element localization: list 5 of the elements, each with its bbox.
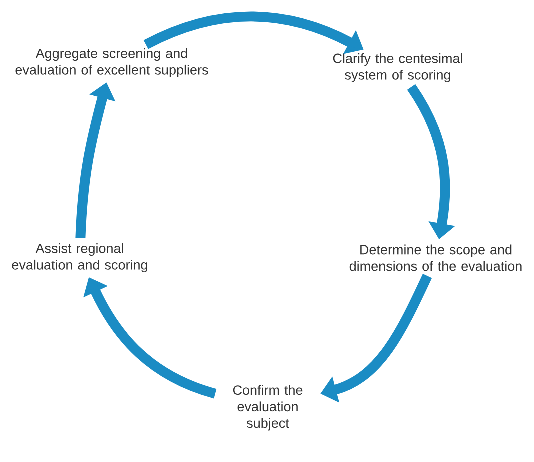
step-text: Aggregate screening and evaluation of excellent suppliers	[16, 48, 208, 78]
step-text: Assist regional evaluation and scoring	[12, 243, 148, 273]
step-text: Determine the scope and dimensions of the evaluation	[350, 244, 522, 272]
step-text: Confirm the evaluation subject	[233, 385, 303, 431]
step-text: Clarify the centesimal system of scoring	[333, 53, 462, 83]
